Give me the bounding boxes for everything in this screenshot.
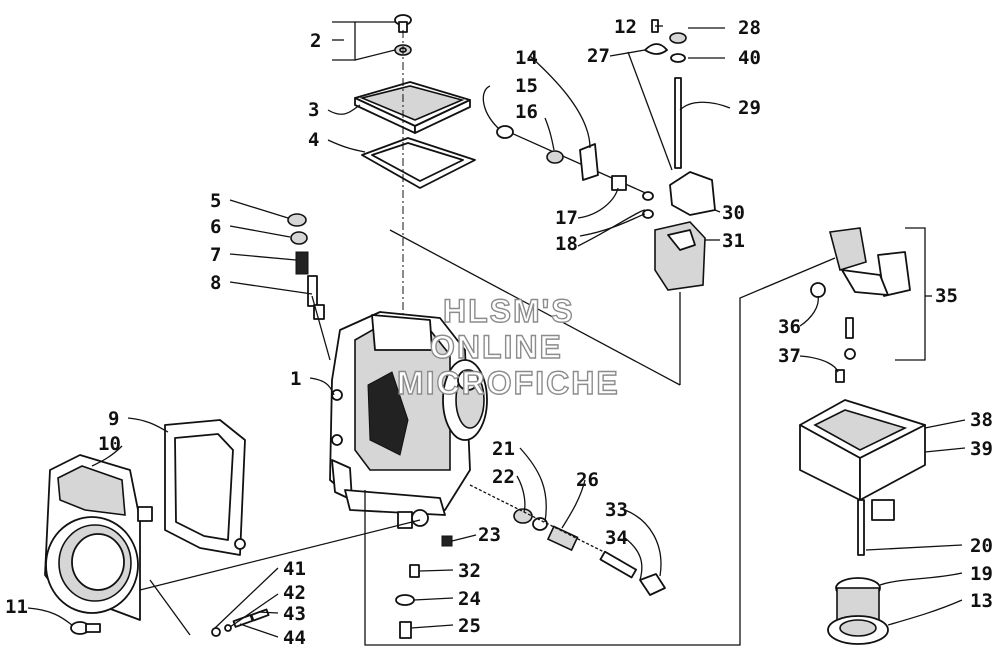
callout-33: 33 [605,499,628,521]
leader-lines [27,21,966,646]
callout-numbers: 1 2 3 4 5 6 7 8 9 10 11 12 13 14 15 16 1… [5,16,993,649]
callout-11: 11 [5,596,28,618]
callout-38: 38 [970,409,993,431]
callout-18: 18 [555,233,578,255]
callout-1: 1 [290,368,301,390]
callout-9: 9 [108,408,119,430]
intake-gasket [164,419,246,556]
cover-gasket [361,137,476,189]
callout-4: 4 [308,129,319,151]
callout-42: 42 [283,582,306,604]
watermark-line-2: ONLINE [430,329,563,365]
callout-25: 25 [458,615,481,637]
callout-41: 41 [283,558,306,580]
throttle-slide [654,221,706,291]
slide-lever [669,171,716,216]
callout-43: 43 [283,603,306,625]
throttle-shaft [496,125,654,219]
callout-12: 12 [614,16,637,38]
carburetor-body [329,311,488,529]
pilot-jet-assembly [287,213,325,320]
callout-10: 10 [98,433,121,455]
callout-7: 7 [210,244,221,266]
callout-15: 15 [515,75,538,97]
callout-17: 17 [555,207,578,229]
callout-30: 30 [722,202,745,224]
needle-clip-parts [644,19,687,169]
callout-23: 23 [478,524,501,546]
callout-27: 27 [587,45,610,67]
callout-21: 21 [492,438,515,460]
callout-36: 36 [778,316,801,338]
callout-6: 6 [210,216,221,238]
callout-29: 29 [738,97,761,119]
callout-28: 28 [738,17,761,39]
callout-34: 34 [605,527,628,549]
callout-40: 40 [738,47,761,69]
drain-plug [827,577,889,645]
callout-44: 44 [283,627,306,649]
callout-8: 8 [210,272,221,294]
lower-small-parts [211,535,453,639]
watermark-line-1: HLSM'S [443,293,575,329]
callout-20: 20 [970,535,993,557]
callout-31: 31 [722,230,745,252]
callout-39: 39 [970,438,993,460]
callout-5: 5 [210,190,221,212]
callout-24: 24 [458,588,481,610]
intake-flange [44,454,153,621]
callout-14: 14 [515,47,538,69]
callout-19: 19 [970,563,993,585]
callout-35: 35 [935,285,958,307]
watermark: HLSM'S ONLINE MICROFICHE [396,292,620,401]
callout-26: 26 [576,469,599,491]
callout-2: 2 [310,30,321,52]
callout-37: 37 [778,345,801,367]
watermark-line-3: MICROFICHE [397,365,620,401]
flange-screw [70,621,101,635]
float-bowl [799,399,926,556]
callout-16: 16 [515,101,538,123]
top-cover [354,81,471,134]
callout-13: 13 [970,590,993,612]
float-assembly [810,227,911,383]
callout-22: 22 [492,466,515,488]
callout-32: 32 [458,560,481,582]
callout-3: 3 [308,99,319,121]
idle-screw-assembly [469,484,666,596]
